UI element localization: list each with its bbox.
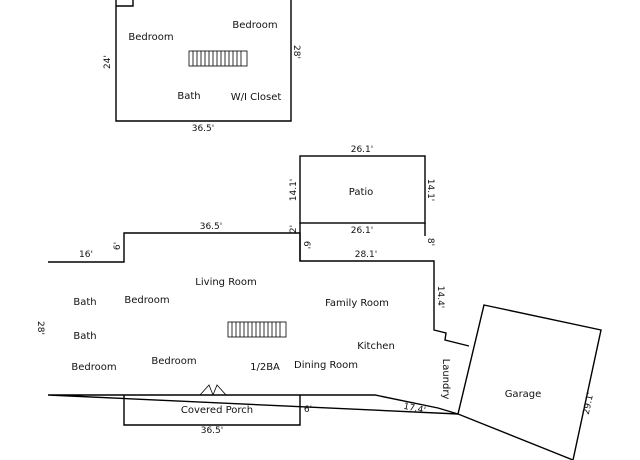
dim-main-top-left: 16' [79,250,93,260]
room-dining-room: Dining Room [294,360,358,371]
room-bath-1: Bath [73,297,96,308]
dim-main-diagonal: 17.4' [402,402,426,416]
dim-patio-mid: 26.1' [351,226,374,236]
upper-floor-notch [116,0,134,7]
main-stairs-icon [227,321,287,338]
garage-block: Garage 29.1' [457,304,602,460]
main-floor-outline [47,232,470,415]
covered-porch-outline [123,395,301,426]
dim-upper-bottom: 36.5' [192,124,215,134]
garage-outline [457,304,602,460]
dim-patio-lower: 28.1' [355,250,378,260]
room-half-bath: 1/2BA [250,362,280,373]
upper-stairs-icon [188,50,248,67]
dim-porch-bottom: 36.5' [201,426,224,436]
room-bath-2: Bath [73,331,96,342]
dim-garage-side: 29.1' [582,392,596,416]
main-floor: Living Room Family Room Bath Bedroom Bat… [35,222,470,436]
dim-main-top: 36.5' [200,222,223,232]
upper-floor: Bedroom Bedroom Bath W/I Closet 24' 28' … [103,0,301,134]
room-bedroom-3: Bedroom [71,362,116,373]
dim-patio-lower-inner: 6' [301,241,311,249]
front-door-icon [199,384,227,396]
room-garage: Garage [505,389,542,400]
dim-porch-right: 6' [304,405,312,415]
dim-main-left-step: 6' [113,242,123,250]
room-bedroom-upper-left: Bedroom [128,32,173,43]
dim-patio-right: 14.1' [425,179,435,202]
patio-block: Patio 26.1' 14.1' 14.1' 26.1' 2' 8' 6' 2… [289,145,435,261]
room-covered-porch: Covered Porch [181,405,253,416]
room-family-room: Family Room [325,298,389,309]
room-bedroom-1: Bedroom [124,295,169,306]
room-wi-closet: W/I Closet [231,92,282,103]
room-laundry: Laundry [440,359,451,400]
dim-patio-left: 14.1' [289,179,299,202]
dim-upper-right: 28' [291,45,301,59]
room-kitchen: Kitchen [357,341,395,352]
patio-outline [299,155,426,224]
dim-main-right-upper: 14.4' [435,286,445,309]
dim-patio-small-left: 2' [289,225,299,233]
room-patio: Patio [349,187,374,198]
dim-patio-top: 26.1' [351,145,374,155]
room-bedroom-2: Bedroom [151,356,196,367]
upper-floor-outline [115,0,292,122]
dim-main-left: 28' [35,321,45,335]
room-living-room: Living Room [195,277,256,288]
dim-patio-small-right: 8' [425,238,435,246]
room-bedroom-upper-right: Bedroom [232,20,277,31]
room-bath-upper: Bath [177,91,200,102]
dim-upper-left: 24' [103,55,113,69]
